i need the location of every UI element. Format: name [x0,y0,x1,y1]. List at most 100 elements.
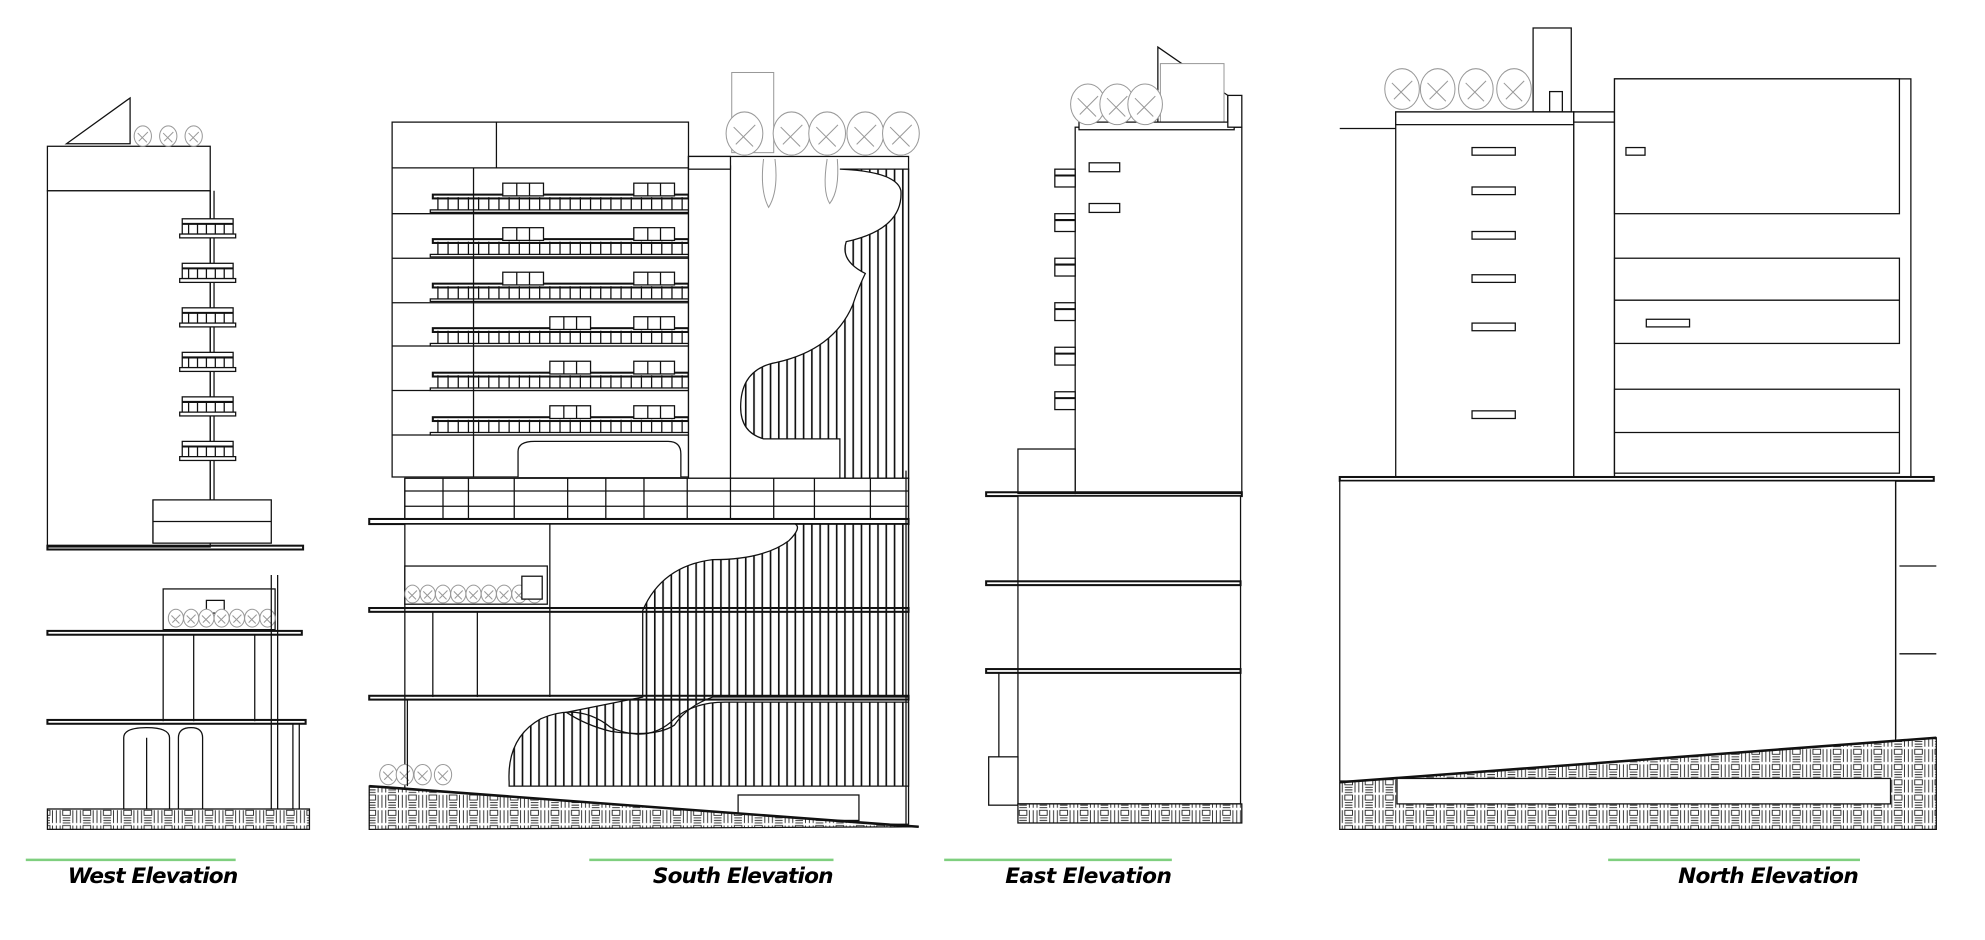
window [633,227,676,242]
tree-icon [184,125,203,147]
tree-icon [159,125,178,147]
tree-icon [846,111,885,156]
balcony [1054,257,1076,277]
tree-icon [434,584,452,604]
tree-icon [216,614,227,624]
tree-icon [213,608,230,628]
south-elevation-label: South Elevation [653,864,834,889]
balcony [181,307,234,324]
balcony [181,396,234,413]
window [633,271,676,286]
tree-icon [183,608,200,628]
tree-icon [854,124,877,147]
tree-icon [419,584,436,604]
window [502,227,545,242]
window [549,405,592,420]
balcony [181,218,234,235]
drawing-line [179,277,237,284]
window [1471,410,1516,420]
balcony [1054,168,1076,188]
tree-icon [772,111,811,156]
tree-icon [808,111,847,156]
south-elevation [368,71,920,830]
tree-icon [1127,83,1163,126]
tree-icon [468,590,479,600]
window [633,360,676,375]
tree-icon [480,584,497,604]
drawing-line [179,456,237,462]
drawing-line [179,322,237,328]
west-elevation [46,96,311,830]
tree-icon [407,590,418,600]
balcony-slab [429,209,690,214]
east-elevation-label: East Elevation [1005,864,1172,889]
tree-icon [1134,95,1156,117]
balcony [181,262,234,280]
north-elevation-label: North Elevation [1678,864,1859,889]
east-elevation [985,45,1243,824]
tree-icon [167,608,184,628]
balcony [1054,302,1076,322]
window [502,271,545,286]
tree-icon [437,770,449,782]
tree-icon [1106,95,1128,117]
north-elevation [1338,27,1937,830]
tree-icon [228,608,246,628]
balcony [1054,213,1076,233]
tree-icon [882,111,920,156]
tree-icon [244,608,261,628]
tree-icon [1077,95,1099,117]
balcony-slab [429,431,690,436]
hanging-plant [824,158,839,205]
drawing-line [179,233,237,239]
drawing-line [179,366,237,373]
tree-icon [725,111,764,156]
tree-icon [198,608,215,628]
tree-icon [465,584,482,604]
tree-icon [201,614,212,624]
tree-icon [262,614,273,624]
balcony-slab [429,253,690,258]
balcony [1054,391,1076,411]
tree-icon [247,614,258,624]
window [633,316,676,331]
window [1471,230,1516,240]
window [1471,322,1516,332]
tree-icon [404,584,421,604]
window [633,182,676,197]
elevation-labels: West Elevation South Elevation East Elev… [25,858,1860,889]
tree-icon [433,763,453,786]
tree-icon [1503,80,1525,102]
tree-icon [889,124,913,147]
tree-icon [259,608,276,628]
tree-icon [438,590,448,600]
window [549,360,592,375]
tree-icon [188,131,200,143]
window [1471,186,1516,196]
tree-icon [417,770,429,782]
tree-icon [450,584,467,604]
tree-icon [499,590,509,600]
balcony [1054,346,1076,366]
tree-icon [133,125,152,147]
west-elevation-label: West Elevation [68,864,238,889]
window [633,405,676,420]
tree-icon [495,584,513,604]
balcony [181,351,234,369]
tree-icon [395,763,414,786]
tree-icon [232,614,242,624]
window [549,316,592,331]
drawing-line [179,411,237,417]
tree-icon [422,590,433,600]
window [1471,146,1516,156]
tree-icon [1391,80,1413,102]
balcony-slab [429,342,690,347]
tree-icon [171,614,181,624]
tree-icon [1427,80,1449,102]
balcony [181,440,234,458]
tree-icon [453,590,464,600]
hanging-plant [761,158,777,209]
tree-icon [483,590,494,600]
